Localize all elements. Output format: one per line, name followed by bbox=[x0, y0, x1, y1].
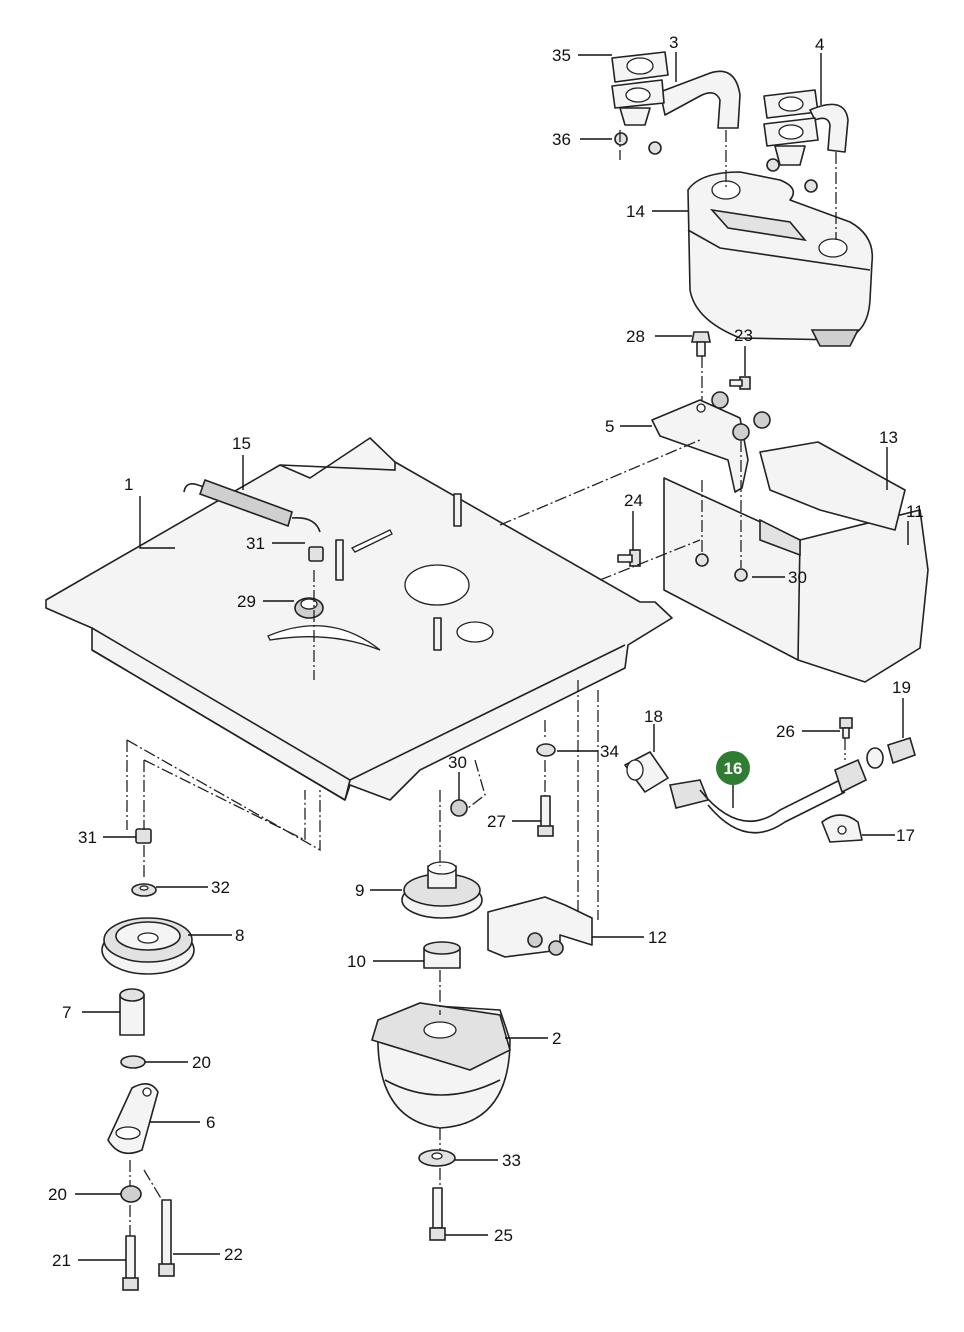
exhaust-pipe-right[interactable] bbox=[763, 89, 849, 166]
heat-shield-11[interactable] bbox=[663, 477, 929, 683]
callout-21[interactable]: 21 bbox=[52, 1251, 71, 1270]
bolt-24[interactable] bbox=[617, 549, 641, 567]
bolt-27[interactable] bbox=[537, 795, 554, 837]
callout-20-lower[interactable]: 20 bbox=[48, 1185, 67, 1204]
callout-9[interactable]: 9 bbox=[355, 881, 364, 900]
callout-19[interactable]: 19 bbox=[892, 678, 911, 697]
callout-14[interactable]: 14 bbox=[626, 202, 645, 221]
callout-23[interactable]: 23 bbox=[734, 326, 753, 345]
bracket-12[interactable] bbox=[487, 896, 593, 958]
callout-30-upper[interactable]: 30 bbox=[788, 568, 807, 587]
callout-15[interactable]: 15 bbox=[232, 434, 251, 453]
exhaust-pipe-left[interactable] bbox=[611, 51, 741, 129]
fitting-19[interactable] bbox=[866, 736, 916, 769]
screw-28[interactable] bbox=[691, 331, 711, 357]
spring[interactable] bbox=[183, 478, 321, 533]
washer-33[interactable] bbox=[418, 1149, 456, 1167]
base-plate[interactable] bbox=[45, 437, 673, 801]
callout-1[interactable]: 1 bbox=[124, 475, 133, 494]
bolt-25[interactable] bbox=[429, 1187, 446, 1241]
callout-6[interactable]: 6 bbox=[206, 1113, 215, 1132]
heat-shield-bracket-5[interactable] bbox=[651, 399, 749, 493]
spacer-10[interactable] bbox=[423, 941, 461, 969]
hose-16[interactable] bbox=[669, 758, 868, 834]
screw-26[interactable] bbox=[839, 717, 853, 739]
washer-34[interactable] bbox=[536, 743, 556, 757]
callout-10[interactable]: 10 bbox=[347, 952, 366, 971]
muffler[interactable] bbox=[687, 171, 874, 347]
clamp-17[interactable] bbox=[821, 814, 863, 843]
callout-labels: 1 2 3 4 5 6 7 8 9 10 11 12 13 14 15 17 1… bbox=[48, 33, 924, 1270]
callout-25[interactable]: 25 bbox=[494, 1226, 513, 1245]
nut-31-lower[interactable] bbox=[135, 828, 152, 844]
bolt-23[interactable] bbox=[729, 376, 751, 390]
washer-20-upper[interactable] bbox=[120, 1055, 146, 1069]
callout-31-lower[interactable]: 31 bbox=[78, 828, 97, 847]
callout-2[interactable]: 2 bbox=[552, 1029, 561, 1048]
idler-arm-6[interactable] bbox=[107, 1083, 159, 1155]
callout-13[interactable]: 13 bbox=[879, 428, 898, 447]
tube-fitting-18[interactable] bbox=[624, 751, 669, 793]
callout-18[interactable]: 18 bbox=[644, 707, 663, 726]
callout-32[interactable]: 32 bbox=[211, 878, 230, 897]
highlight-badge-label: 16 bbox=[724, 759, 743, 778]
bolt-22[interactable] bbox=[158, 1199, 175, 1277]
callout-12[interactable]: 12 bbox=[648, 928, 667, 947]
highlight-badge-circle bbox=[716, 751, 750, 785]
callout-24[interactable]: 24 bbox=[624, 491, 643, 510]
washer-32[interactable] bbox=[131, 883, 157, 897]
callout-34[interactable]: 34 bbox=[600, 742, 619, 761]
bolt-21[interactable] bbox=[122, 1235, 139, 1291]
callout-8[interactable]: 8 bbox=[235, 926, 244, 945]
callout-26[interactable]: 26 bbox=[776, 722, 795, 741]
callout-28[interactable]: 28 bbox=[626, 327, 645, 346]
callout-20-upper[interactable]: 20 bbox=[192, 1053, 211, 1072]
callout-7[interactable]: 7 bbox=[62, 1003, 71, 1022]
callout-36[interactable]: 36 bbox=[552, 130, 571, 149]
callout-4[interactable]: 4 bbox=[815, 35, 824, 54]
callout-29[interactable]: 29 bbox=[237, 592, 256, 611]
bushing-7[interactable] bbox=[119, 988, 145, 1036]
callout-33[interactable]: 33 bbox=[502, 1151, 521, 1170]
callout-5[interactable]: 5 bbox=[605, 417, 614, 436]
callout-3[interactable]: 3 bbox=[669, 33, 678, 52]
callout-17[interactable]: 17 bbox=[896, 826, 915, 845]
callout-31-upper[interactable]: 31 bbox=[246, 534, 265, 553]
leader-lines bbox=[75, 52, 909, 1261]
heat-shield-13[interactable] bbox=[759, 441, 906, 531]
assembly-center-lines bbox=[126, 130, 846, 1236]
callout-30-lower[interactable]: 30 bbox=[448, 753, 467, 772]
nuts-small-exhaust bbox=[614, 132, 818, 193]
pulley-9[interactable] bbox=[401, 861, 483, 919]
nut-31-top[interactable] bbox=[308, 546, 324, 562]
callout-27[interactable]: 27 bbox=[487, 812, 506, 831]
callout-11[interactable]: 11 bbox=[906, 502, 924, 521]
highlight-badge[interactable]: 16 bbox=[716, 751, 750, 785]
callout-22[interactable]: 22 bbox=[224, 1245, 243, 1264]
idler-pulley-8[interactable] bbox=[101, 917, 195, 975]
nut-29[interactable] bbox=[294, 597, 324, 619]
electric-clutch[interactable] bbox=[371, 1002, 511, 1129]
callout-35[interactable]: 35 bbox=[552, 46, 571, 65]
nuts-heat-shield bbox=[695, 391, 771, 582]
nut-30-lower[interactable] bbox=[450, 799, 468, 817]
washer-20-lower[interactable] bbox=[120, 1185, 142, 1203]
